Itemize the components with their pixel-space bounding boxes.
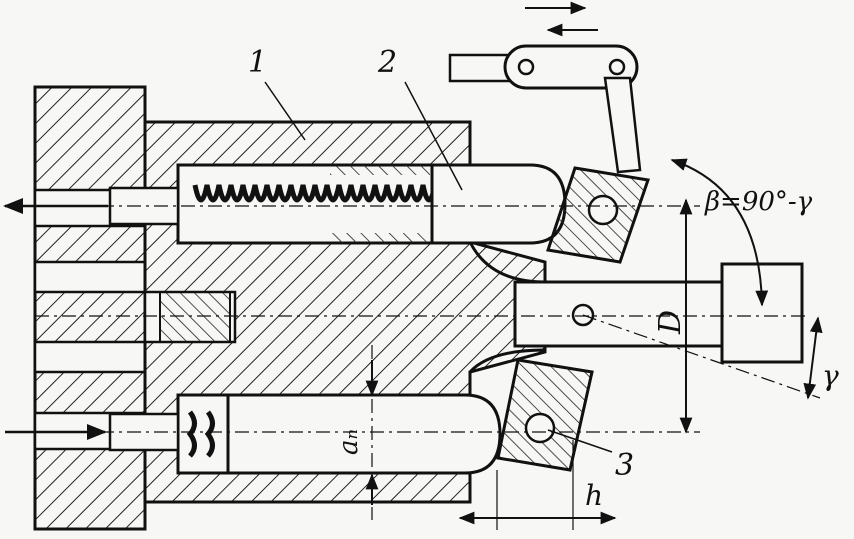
control-linkage	[448, 44, 642, 174]
piston-2	[430, 163, 567, 245]
upper-bore	[108, 163, 567, 245]
offset-label: h	[585, 479, 603, 512]
lower-bore	[108, 393, 502, 475]
gamma-angle-marker	[803, 316, 823, 400]
part-1-label: 1	[248, 45, 267, 80]
gamma-label: γ	[822, 359, 839, 392]
lower-bearing	[496, 358, 594, 472]
beta-angle-arc	[670, 158, 769, 307]
part-3-label: 3	[615, 448, 634, 483]
stroke-label: aₙ	[334, 429, 364, 455]
spring	[192, 184, 438, 203]
beta-label: β=90°-γ	[704, 187, 813, 217]
lower-piston	[226, 393, 502, 475]
upper-bearing	[546, 166, 650, 264]
centre-lines	[35, 205, 821, 520]
part-2-label: 2	[377, 45, 397, 80]
end-plate	[33, 85, 147, 531]
diameter-label: D	[653, 310, 688, 335]
